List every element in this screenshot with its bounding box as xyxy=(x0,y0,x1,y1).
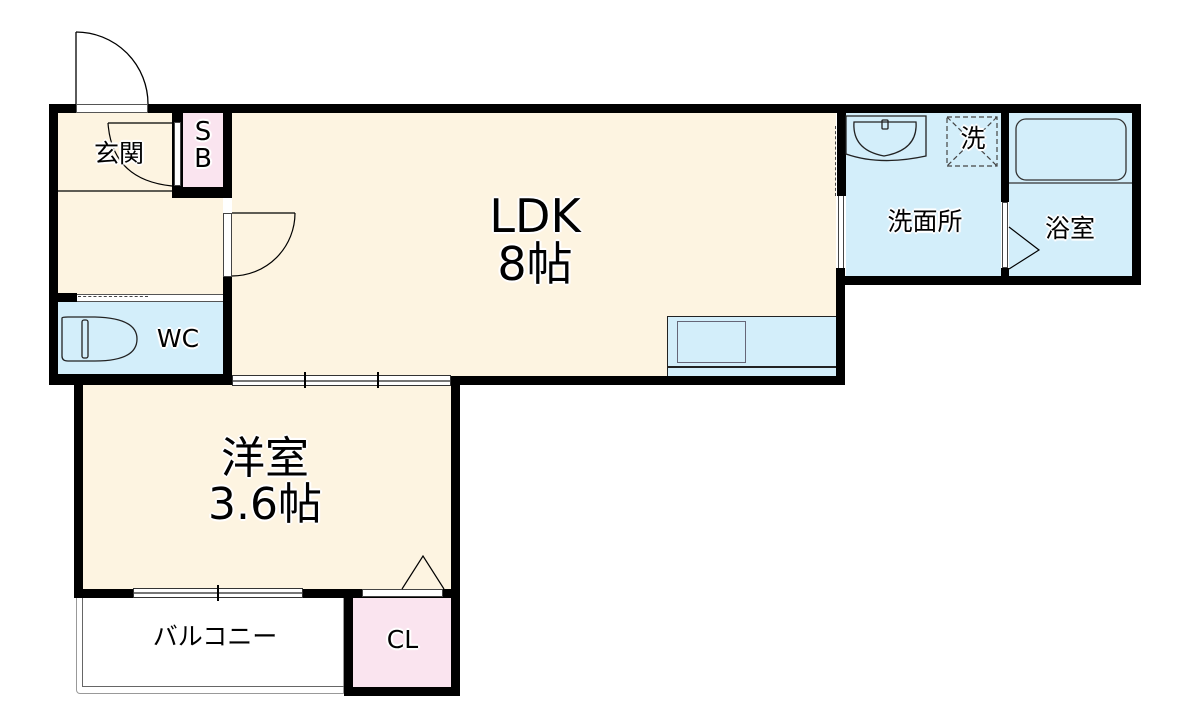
ldk-door-opening xyxy=(223,213,232,277)
shoe-box-door xyxy=(174,122,181,186)
entrance-door-opening xyxy=(76,104,148,113)
wall-western-left xyxy=(74,376,83,598)
room-label-entrance: 玄関 xyxy=(93,139,144,168)
wall-hall-ldk-lower xyxy=(223,277,232,385)
washroom-door-opening xyxy=(838,196,844,268)
ldk-door-swing-icon xyxy=(231,212,296,277)
toilet-icon xyxy=(61,316,138,362)
ldk-size: 8帖 xyxy=(497,237,573,292)
wall-sb-bottom xyxy=(172,187,232,198)
wall-right-bath xyxy=(1132,104,1141,285)
entrance-inner-swing-icon xyxy=(107,122,173,187)
closet-folding-door-icon xyxy=(401,554,445,590)
wc-sliding-door xyxy=(77,294,223,302)
wall-closet-left xyxy=(344,589,353,696)
room-label-closet: CL xyxy=(386,625,419,654)
wall-bottom-ldk xyxy=(451,376,845,385)
bath-floor xyxy=(1009,113,1132,276)
western-room-floor xyxy=(83,385,451,590)
wall-hall-ldk xyxy=(223,104,232,194)
wall-wc-bottom xyxy=(49,374,232,385)
washroom-door-dash xyxy=(835,126,836,196)
kitchen-counter-edge xyxy=(667,366,836,368)
balcony-inner-rail xyxy=(82,598,344,687)
ldk-name: LDK xyxy=(489,189,581,243)
room-label-ldk: LDK 8帖 xyxy=(450,192,620,289)
washer-label: 洗 xyxy=(960,124,986,153)
western-size: 3.6帖 xyxy=(208,479,322,531)
wall-bottom-wet xyxy=(836,276,1141,285)
wc-sliding-door-dash xyxy=(78,296,148,297)
room-label-balcony: バルコニー xyxy=(152,622,278,651)
room-label-western: 洋室 3.6帖 xyxy=(180,433,350,531)
window-mullion xyxy=(377,372,379,388)
shoe-box-floor xyxy=(183,113,223,187)
kitchen-sink xyxy=(677,321,746,363)
window-mullion xyxy=(304,372,306,388)
wall-left-entrance xyxy=(49,104,58,384)
room-label-bath: 浴室 xyxy=(1044,214,1095,243)
wall-ldk-washroom-lower xyxy=(836,268,845,385)
bath-door-opening xyxy=(1002,202,1008,268)
hall-floor xyxy=(58,190,223,295)
balcony-floor xyxy=(76,598,344,694)
wall-western-right xyxy=(451,376,460,696)
washing-machine-icon xyxy=(946,116,998,167)
closet-floor xyxy=(353,598,451,687)
window-mullion xyxy=(217,585,219,601)
wall-closet-bottom xyxy=(344,687,460,696)
wall-washroom-bath-upper xyxy=(1001,104,1009,202)
wall-top-wet xyxy=(836,104,1141,113)
bath-folding-door-icon xyxy=(1008,226,1041,270)
room-label-washroom: 洗面所 xyxy=(887,207,963,236)
shoe-box-b: B xyxy=(194,144,212,175)
wall-top-ldk xyxy=(223,104,846,113)
wall-ldk-washroom-upper xyxy=(837,104,846,196)
wall-washroom-bath-lower xyxy=(1001,268,1009,285)
bathtub-icon xyxy=(1009,118,1132,184)
closet-door-opening xyxy=(362,589,443,597)
shoe-box-s: S xyxy=(194,117,212,147)
room-label-shoe-box: S B xyxy=(183,117,223,175)
western-name: 洋室 xyxy=(221,433,309,484)
washbasin-icon xyxy=(845,115,927,162)
washroom-floor xyxy=(846,113,1001,276)
entrance-door-swing-icon xyxy=(75,31,149,105)
wall-wc-top xyxy=(49,293,77,302)
western-room-window-top xyxy=(232,375,451,386)
wc-floor xyxy=(58,302,223,374)
room-label-wc: WC xyxy=(156,324,200,353)
